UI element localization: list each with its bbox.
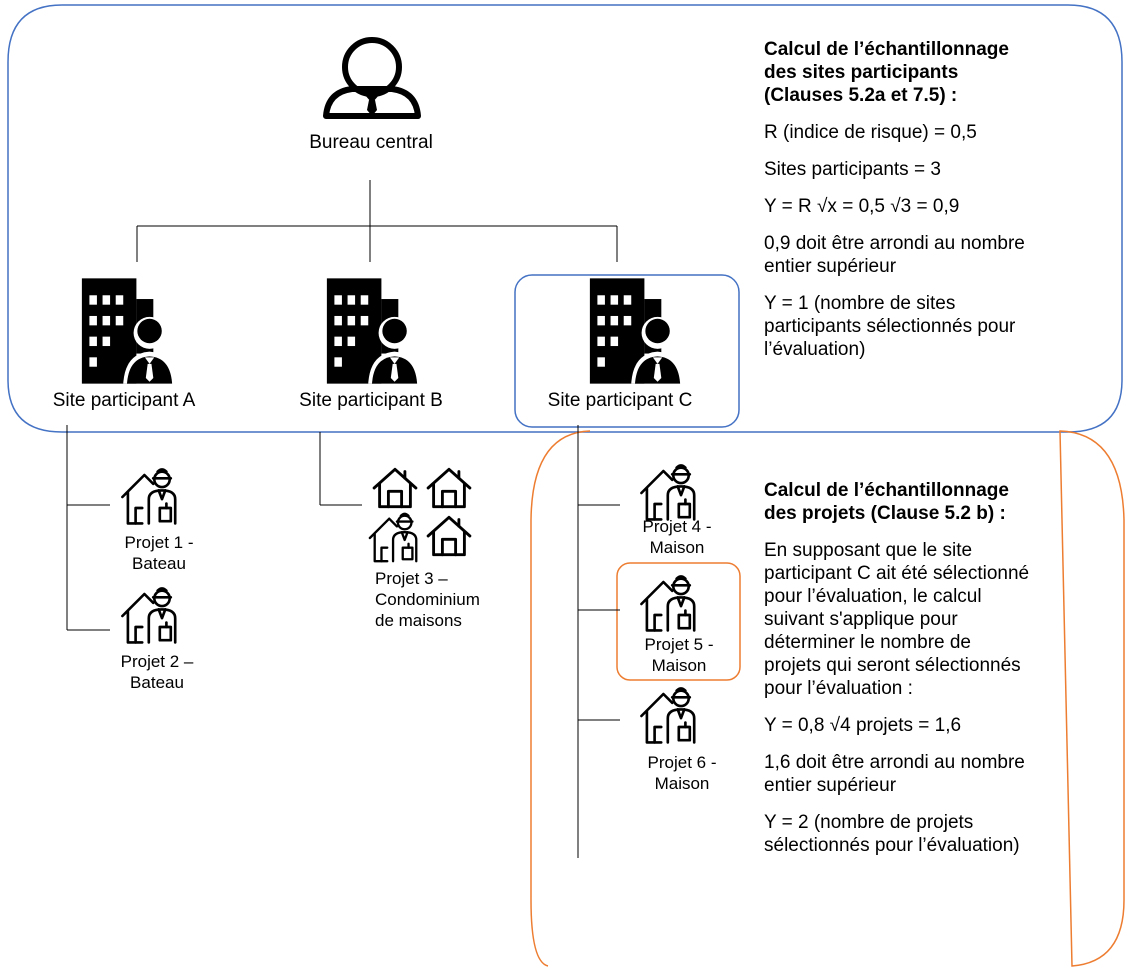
building-person-icon [81,278,174,384]
building-person-icon [589,278,682,384]
house-icon [426,515,472,557]
project-4-label: Projet 4 -Maison [642,517,712,557]
project-5-highlight [616,562,741,681]
project-formula: Y = 0,8 √4 projets = 1,6 [764,715,962,736]
house-worker-icon [640,464,696,521]
projects-panel-title: Calcul de l’échantillonnage des projets … [764,480,1009,524]
house-icon [426,467,472,509]
building-person-icon [326,278,419,384]
site-count: Sites participants = 3 [764,159,941,180]
sites-panel-title: Calcul de l’échantillonnage des sites pa… [764,39,1009,106]
project-frame [530,430,1125,967]
house-worker-icon [640,687,696,744]
project-1-label: Projet 1 -Bateau [124,533,194,573]
site-b-label: Site participant B [299,390,443,411]
house-worker-icon [368,512,418,563]
house-worker-icon [121,468,177,525]
site-formula: Y = R √x = 0,5 √3 = 0,9 [764,196,960,217]
house-worker-icon [640,575,696,632]
project-6-label: Projet 6 -Maison [647,753,717,793]
central-office-label: Bureau central [309,132,433,153]
projects-sampling-panel: Calcul de l’échantillonnage des projets … [764,479,1114,871]
person-icon [323,37,421,119]
risk-index: R (indice de risque) = 0,5 [764,122,977,143]
sites-sampling-panel: Calcul de l’échantillonnage des sites pa… [764,38,1109,375]
project-5-label: Projet 5 -Maison [644,635,714,675]
site-a-label: Site participant A [52,390,196,411]
site-c-highlight [514,274,740,428]
connectors [66,180,620,858]
house-icon [372,467,418,509]
project-2-label: Projet 2 –Bateau [120,652,194,692]
site-c-label: Site participant C [547,390,693,411]
house-worker-icon [121,587,177,644]
